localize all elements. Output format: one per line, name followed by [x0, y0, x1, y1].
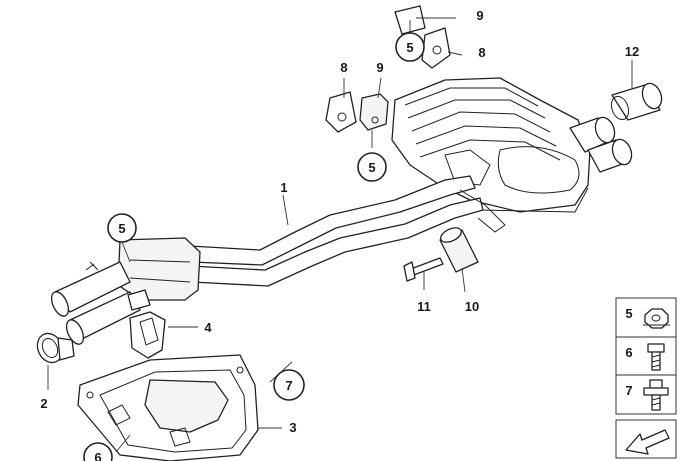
callout-11: 11 — [417, 299, 431, 314]
bolt-and-bushing — [403, 227, 479, 282]
legend-label-5: 5 — [625, 306, 632, 321]
callout-9b: 9 — [376, 60, 383, 75]
rear-muffler — [391, 77, 591, 213]
callout-5a: 5 — [118, 221, 125, 236]
fastener-legend: 5 6 7 — [615, 297, 677, 415]
callout-9a: 9 — [476, 8, 483, 23]
legend-label-7: 7 — [625, 383, 632, 398]
callout-12: 12 — [625, 44, 639, 59]
flange-nut-icon — [643, 308, 670, 329]
callout-1: 1 — [280, 180, 287, 195]
callout-3: 3 — [289, 420, 296, 435]
callout-10: 10 — [465, 299, 479, 314]
legend-label-6: 6 — [625, 345, 632, 360]
callout-5b-ring — [357, 152, 387, 182]
callout-8a: 8 — [478, 45, 485, 60]
callout-5b: 5 — [368, 160, 375, 175]
callout-5a-ring — [107, 213, 137, 243]
rubber-mount-middle — [325, 91, 389, 133]
callout-4: 4 — [204, 320, 212, 335]
leader-lines — [47, 17, 633, 453]
callout-7: 7 — [285, 378, 292, 393]
tailpipe-trims — [569, 82, 663, 173]
callout-5c-ring — [395, 32, 425, 62]
callouts: 1 2 3 4 5 5 5 6 7 8 8 9 9 10 11 12 — [40, 8, 639, 461]
hanger-bracket — [127, 289, 166, 359]
callout-8b: 8 — [340, 60, 347, 75]
callout-7-ring — [273, 369, 305, 401]
callout-6-ring — [83, 442, 113, 461]
collar-bolt-icon — [643, 379, 669, 411]
hex-bolt-icon — [647, 343, 665, 371]
arrow-down-left-icon — [615, 419, 677, 459]
heat-shield — [77, 354, 259, 461]
callout-2: 2 — [40, 396, 47, 411]
exhaust-pipe-assembly — [50, 175, 506, 345]
pipe-clamp — [36, 332, 75, 364]
callout-6: 6 — [94, 450, 101, 461]
callout-5c: 5 — [406, 40, 413, 55]
